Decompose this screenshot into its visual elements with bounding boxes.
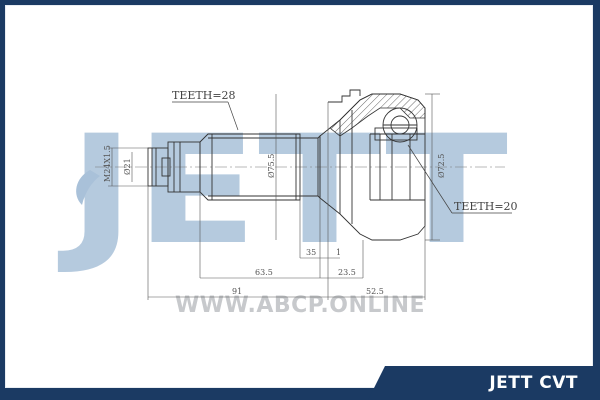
dimension-63-5: 63.5 — [255, 268, 273, 277]
watermark-logo-text: JETT — [57, 104, 508, 278]
vertical-dimension-lines — [108, 93, 440, 241]
horizontal-dimension-lines — [147, 102, 426, 300]
inner-diameter-dimension: Ø72.5 — [437, 154, 446, 178]
watermark-logo: JETT — [57, 104, 508, 278]
thread-dimension: M24X1.5 — [103, 145, 112, 182]
watermark-swoosh-icon — [76, 170, 100, 205]
bell-diameter-dimension: Ø75.5 — [267, 154, 276, 178]
ball-cage — [374, 107, 418, 143]
dimension-1: 1 — [336, 248, 341, 257]
shaft-diameter-dimension: Ø21 — [123, 158, 132, 175]
inner-teeth-label: TEETH=20 — [454, 200, 518, 213]
dimension-91: 91 — [232, 287, 242, 296]
bell-hatched-section — [329, 93, 426, 137]
dimension-23-5: 23.5 — [338, 268, 356, 277]
brand-label: JETT CVT — [489, 373, 578, 393]
brand-bar — [368, 366, 600, 400]
outer-teeth-label: TEETH=28 — [172, 89, 236, 102]
drawing-canvas — [5, 5, 593, 388]
dimension-35: 35 — [306, 248, 316, 257]
teeth-leaders — [172, 101, 512, 214]
dimension-52-5: 52.5 — [366, 287, 384, 296]
